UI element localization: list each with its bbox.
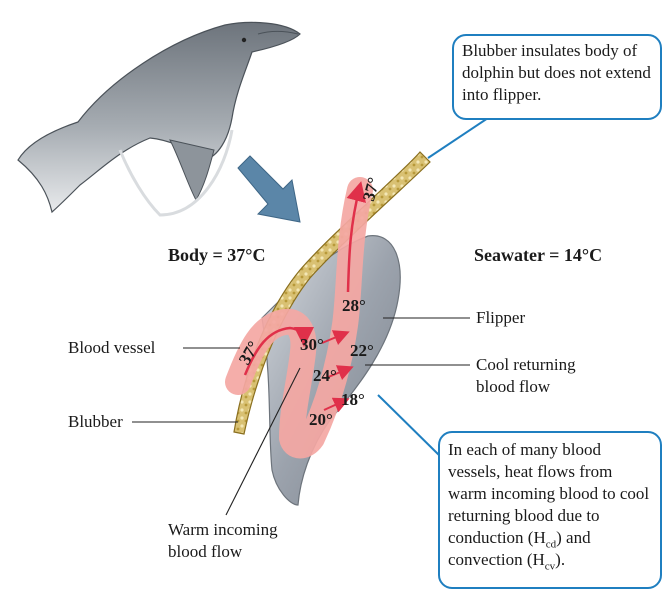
- heat-callout-text-3: ).: [555, 550, 566, 569]
- temp-22: 22°: [350, 341, 374, 360]
- cool-returning-label-line1: Cool returning: [476, 355, 576, 374]
- heat-callout-sub-cd: cd: [545, 538, 557, 551]
- leader-lines: [132, 317, 470, 516]
- heat-callout-sub-cv: cv: [544, 560, 556, 573]
- heat-callout-text-1: In each of many blood vessels, heat flow…: [448, 440, 650, 547]
- heat-flow-callout: In each of many blood vessels, heat flow…: [438, 431, 662, 589]
- body-temperature-heading: Body = 37°C: [168, 245, 266, 265]
- callout-bottom-pointer: [377, 394, 443, 459]
- blubber-label: Blubber: [68, 412, 123, 431]
- blubber-callout: Blubber insulates body of dolphin but do…: [452, 34, 662, 120]
- temp-28: 28°: [342, 296, 366, 315]
- temp-18: 18°: [341, 390, 365, 409]
- seawater-temperature-heading: Seawater = 14°C: [474, 245, 603, 265]
- temp-24: 24°: [313, 366, 337, 385]
- pointer-arrow: [237, 155, 301, 223]
- incoming-flow-arrow: [243, 326, 314, 376]
- temp-20: 20°: [309, 410, 333, 429]
- heat-arrow-20-18: [323, 397, 350, 413]
- dolphin-illustration: [17, 21, 301, 217]
- callout-top-pointer: [427, 117, 489, 159]
- heat-arrow-30-28: [321, 330, 350, 345]
- heat-arrow-24-22: [325, 365, 354, 380]
- blood-vessel-loop: [225, 177, 373, 459]
- flipper-label: Flipper: [476, 308, 526, 327]
- cool-returning-label-line2: blood flow: [476, 377, 551, 396]
- warm-incoming-label-line1: Warm incoming: [168, 520, 278, 539]
- blood-vessel-label: Blood vessel: [68, 338, 156, 357]
- heat-callout-text-2: ) and convection (H: [448, 528, 591, 569]
- warm-incoming-label-line2: blood flow: [168, 542, 243, 561]
- temp-30: 30°: [300, 335, 324, 354]
- outgoing-flow-arrow: [346, 181, 366, 293]
- blubber-callout-text: Blubber insulates body of dolphin but do…: [462, 41, 651, 104]
- blubber-layer: [233, 151, 431, 435]
